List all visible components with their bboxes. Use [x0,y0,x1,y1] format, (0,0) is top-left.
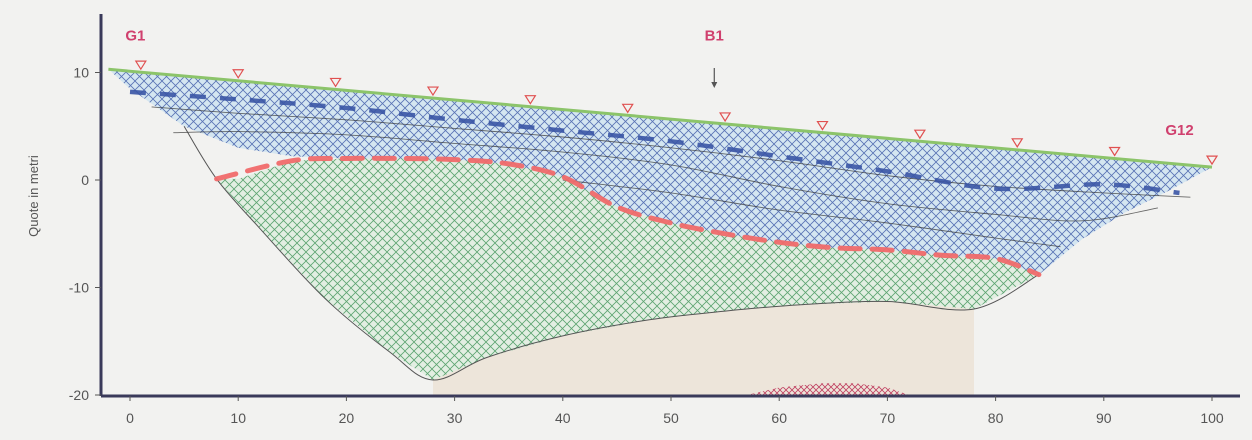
well-marker-10 [1011,138,1024,148]
well-marker-4 [426,86,440,97]
inner-line-3 [562,179,1061,248]
y-tick-label: -10 [69,280,89,296]
x-tick-label: 50 [663,410,679,426]
lines-layer [108,60,1219,381]
y-tick-label: 10 [73,65,89,81]
x-tick-label: 70 [880,410,896,426]
well-marker-9 [913,129,926,140]
lower-body-hatch [184,126,1039,380]
inner-line-1 [151,106,1191,198]
x-tick-label: 90 [1096,410,1112,426]
well-marker-11 [1108,146,1121,157]
well-label-g12: G12 [1165,122,1193,139]
well-marker-1 [134,60,147,71]
well-marker-3 [329,77,342,88]
x-tick-label: 60 [771,410,787,426]
well-marker-12 [1205,155,1219,166]
x-tick-label: 100 [1200,410,1224,426]
x-tick-label: 20 [339,410,355,426]
y-tick-label: -20 [69,387,89,403]
x-tick-label: 80 [988,410,1004,426]
x-tick-label: 0 [126,410,134,426]
upper-body-hatch [108,69,1212,275]
b1-arrow-head [711,82,718,88]
well-label-g1: G1 [125,27,145,44]
inner-line-2 [173,131,1158,222]
x-tick-label: 40 [555,410,571,426]
lower-boundary-line [183,126,1040,381]
well-marker-5 [524,95,537,105]
x-tick-label: 10 [230,410,246,426]
water-table-line [129,89,1180,196]
bodies-layer [108,69,1212,395]
well-marker-8 [816,120,829,131]
lower-beige-zone [433,301,974,395]
well-marker-2 [232,69,245,79]
y-tick-label: 0 [81,172,89,188]
x-tick-label: 30 [447,410,463,426]
well-marker-6 [621,103,634,114]
ground-surface-line [108,67,1213,169]
well-marker-7 [719,112,732,123]
red-boundary-line [214,155,1042,278]
well-label-b1: B1 [705,27,724,44]
y-axis-title: Quote in metri [26,155,41,237]
bottom-lobe [746,383,909,395]
